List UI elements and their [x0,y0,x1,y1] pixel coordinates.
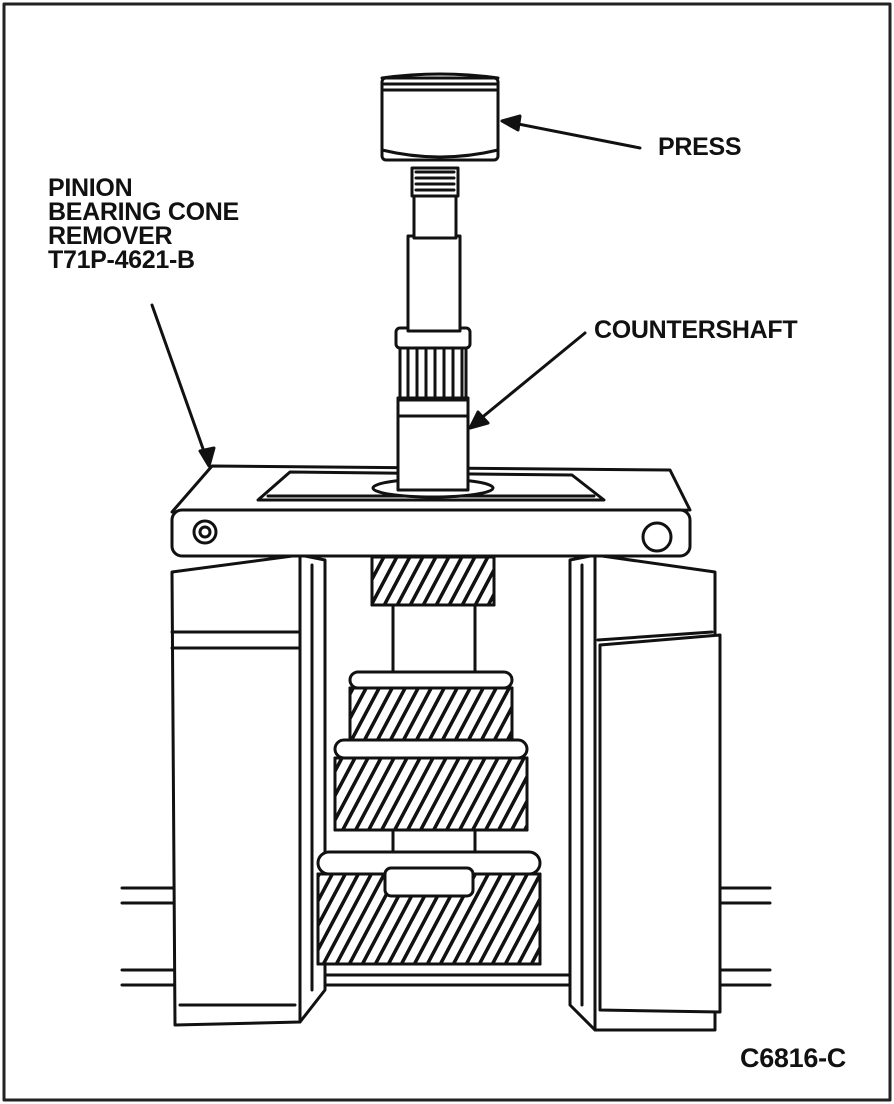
gear-second [348,670,514,752]
leader-remover [150,303,216,468]
countershaft-upper [394,166,472,492]
figure-code: C6816-C [740,1043,846,1073]
label-remover-line1: PINION [48,174,133,202]
label-remover-line2: BEARING CONE [48,198,239,226]
left-support-block [170,553,327,1027]
label-remover-line3: REMOVER [48,222,173,250]
label-remover-line4: T71P-4621-B [48,246,195,274]
press-ram [380,72,500,162]
label-remover: PINION BEARING CONE REMOVER T71P-4621-B [48,174,239,274]
label-press: PRESS [658,133,742,161]
gear-third [333,738,529,832]
gear-top [370,555,496,607]
leader-countershaft [468,331,587,430]
label-countershaft: COUNTERSHAFT [594,316,798,344]
base-rails [120,886,772,987]
right-support-block [568,553,722,1032]
gear-bottom [316,850,542,966]
leader-press [500,114,642,150]
